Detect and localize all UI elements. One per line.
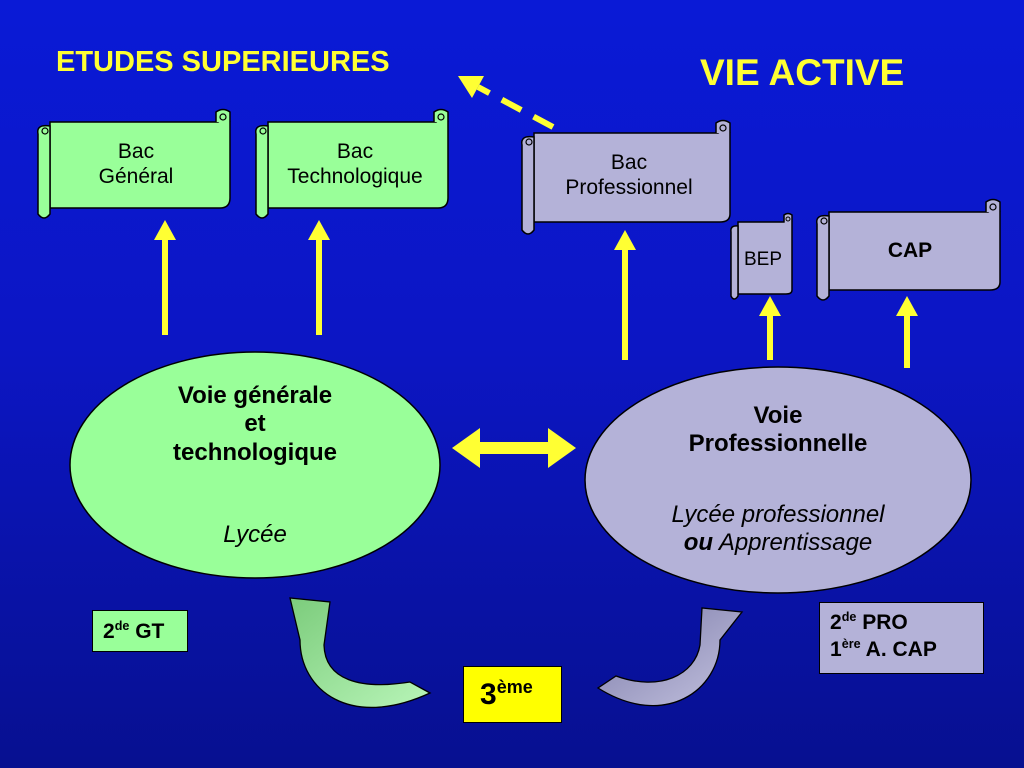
scroll-bep — [730, 212, 793, 300]
label-cap: CAP — [887, 239, 933, 262]
label-voie-professionnelle: Voie Professionnelle — [688, 402, 868, 458]
curved-arrow-to-professional — [596, 607, 744, 707]
arrow-up-bac-technologique — [308, 220, 330, 335]
title-etudes-superieures: ETUDES SUPERIEURES — [56, 46, 390, 78]
label-bac-technologique: Bac Technologique — [287, 140, 423, 188]
scroll-bac-professionnel — [521, 119, 731, 235]
curved-arrow-to-general — [289, 597, 432, 709]
arrow-up-bac-professionnel — [614, 230, 636, 360]
label-bac-general: Bac Général — [98, 140, 174, 188]
double-arrow-between-paths — [452, 428, 576, 468]
arrow-up-cap — [896, 296, 918, 368]
label-lycee-professionnel: Lycée professionnel ou Apprentissage — [671, 501, 885, 557]
label-bac-professionnel: Bac Professionnel — [565, 151, 693, 199]
dashed-arrow-to-higher-education — [458, 76, 555, 130]
box-seconde-gt: 2de GT — [92, 610, 188, 652]
label-voie-generale: Voie générale et technologique — [173, 382, 337, 466]
label-lycee: Lycée — [223, 521, 287, 548]
scroll-bac-general — [37, 108, 231, 219]
ellipse-voie-generale — [69, 351, 441, 579]
scroll-bac-technologique — [255, 108, 449, 219]
box-pro-cap: 2de PRO 1ère A. CAP — [819, 602, 984, 674]
title-vie-active: VIE ACTIVE — [700, 52, 905, 93]
arrow-up-bac-general — [154, 220, 176, 335]
scroll-cap — [816, 198, 1001, 301]
label-bep: BEP — [743, 249, 783, 270]
box-troisieme: 3ème — [463, 666, 562, 723]
arrow-up-bep — [759, 296, 781, 360]
ellipse-voie-professionnelle — [584, 366, 972, 594]
